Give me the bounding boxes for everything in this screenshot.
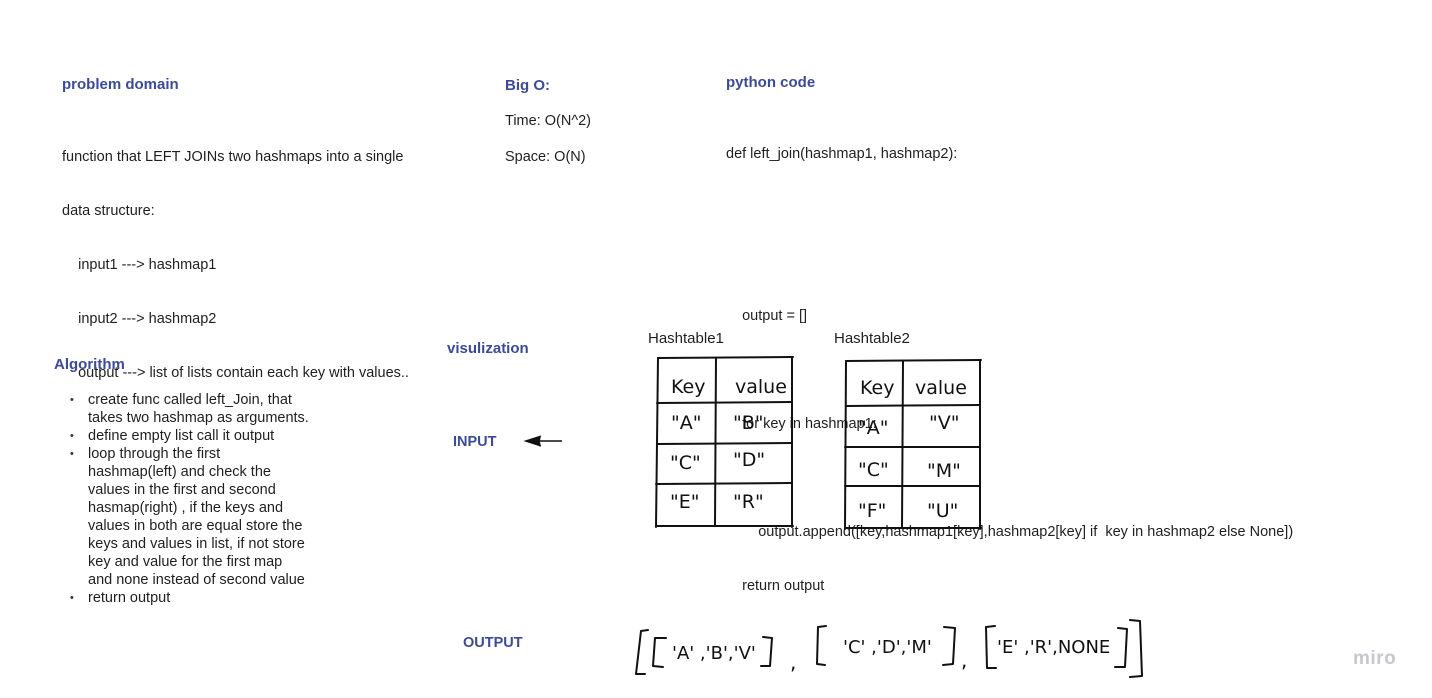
code-line: output.append([key,hashmap1[key],hashmap… [726,524,1294,540]
code-line: output = [] [726,308,808,324]
algorithm-heading: Algorithm [54,356,125,373]
hashtable1-header-key: Key [671,376,706,398]
algorithm-step: create func called left_Join, that takes… [70,391,320,427]
python-code-heading: python code [726,74,816,91]
hashtable2-cell: "U" [927,500,959,522]
code-line: return output [726,578,825,594]
miro-logo: miro [1353,648,1397,669]
output-label: OUTPUT [463,635,523,651]
hashtable2-cell: "C" [858,459,889,481]
problem-line: input1 ---> hashmap1 [62,257,217,273]
hashtable2-cell: "A" [858,417,889,439]
problem-domain-heading: problem domain [62,76,179,93]
algorithm-step: define empty list call it output [70,427,338,445]
hashtable1-cell: "E" [670,491,700,513]
hashtable2-grid [844,359,982,530]
hashtable2-header-key: Key [860,377,895,399]
hashtable2-header-value: value [915,377,967,399]
problem-domain-text: function that LEFT JOINs two hashmaps in… [62,112,409,400]
hashtable2-cell: "F" [858,500,887,522]
problem-line: output ---> list of lists contain each k… [62,365,409,381]
output-brackets [635,619,1143,678]
hashtable1-title: Hashtable1 [648,330,724,347]
output-separator: , [961,648,968,672]
hashtable1-cell: "B" [733,412,764,434]
hashtable1-header-value: value [735,376,787,398]
hashtable1-cell: "C" [670,452,701,474]
problem-line: input2 ---> hashmap2 [62,311,217,327]
output-item: 'A' ,'B','V' [672,643,756,664]
big-o-space: Space: O(N) [505,149,586,165]
left-arrow-icon [523,435,562,447]
hashtable1-cell: "R" [733,491,764,513]
output-item: 'C' ,'D','M' [843,637,932,658]
algorithm-step: loop through the first hashmap(left) and… [70,445,308,589]
problem-line: function that LEFT JOINs two hashmaps in… [62,149,404,165]
hashtable2-title: Hashtable2 [834,330,910,347]
output-separator: , [790,650,797,674]
visualization-heading: visulization [447,340,529,357]
python-code-block: def left_join(hashmap1, hashmap2): outpu… [726,109,1293,613]
algorithm-list: create func called left_Join, that takes… [70,391,338,607]
input-label: INPUT [453,434,497,450]
hashtable2-cell: "M" [927,460,961,482]
hashtable2-cell: "V" [929,412,960,434]
hashtable1-grid [655,356,794,528]
code-line: for key in hashmap1: [726,416,877,432]
problem-line: data structure: [62,203,155,219]
hashtable1-cell: "D" [733,449,766,471]
code-line: def left_join(hashmap1, hashmap2): [726,146,958,162]
hashtable1-cell: "A" [671,412,702,434]
big-o-time: Time: O(N^2) [505,113,592,129]
big-o-heading: Big O: [505,77,550,94]
algorithm-step: return output [70,589,338,607]
output-item: 'E' ,'R',NONE [997,637,1111,658]
